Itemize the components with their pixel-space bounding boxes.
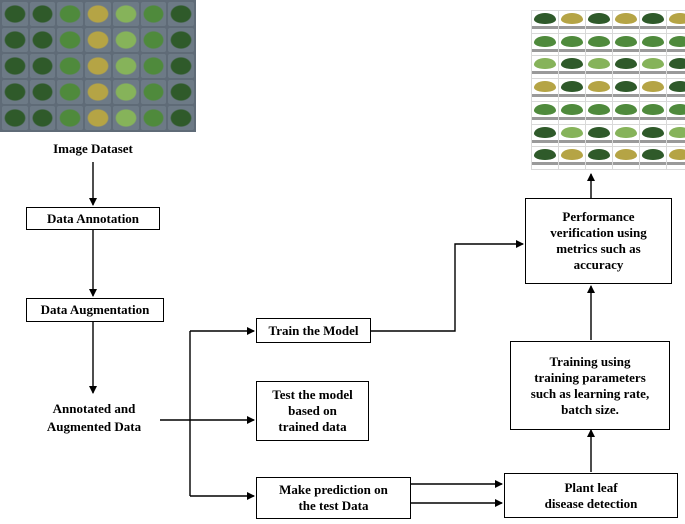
performance-verification-box: Performance verification using metrics s… bbox=[525, 198, 672, 284]
result-tile bbox=[640, 79, 666, 101]
result-tile bbox=[532, 101, 558, 124]
test-model-box: Test the model based on trained data bbox=[256, 381, 369, 441]
leaf-photo-tile bbox=[85, 54, 111, 78]
result-tile bbox=[532, 147, 558, 169]
leaf-photo-tile bbox=[57, 28, 84, 52]
leaf-photo-tile bbox=[140, 80, 167, 104]
result-tile bbox=[613, 147, 639, 169]
result-tile bbox=[586, 33, 612, 56]
result-tile bbox=[586, 147, 612, 169]
result-tile bbox=[586, 124, 612, 147]
result-tile bbox=[640, 147, 666, 169]
result-tile bbox=[532, 56, 558, 79]
result-tile bbox=[559, 33, 585, 56]
result-tile bbox=[532, 124, 558, 147]
leaf-photo-tile bbox=[2, 2, 28, 26]
result-tile bbox=[640, 101, 666, 124]
classified-leaf-results-image bbox=[531, 10, 685, 170]
result-tile bbox=[613, 11, 639, 33]
result-tile bbox=[586, 56, 612, 79]
leaf-photo-tile bbox=[168, 80, 194, 104]
result-tile bbox=[667, 56, 685, 79]
result-tile bbox=[667, 79, 685, 101]
result-tile bbox=[667, 101, 685, 124]
result-tile bbox=[532, 33, 558, 56]
leaf-photo-tile bbox=[85, 80, 111, 104]
leaf-photo-tile bbox=[57, 80, 84, 104]
result-tile bbox=[586, 79, 612, 101]
data-augmentation-box: Data Augmentation bbox=[26, 298, 164, 322]
result-tile bbox=[532, 11, 558, 33]
leaf-photo-tile bbox=[140, 106, 167, 130]
result-tile bbox=[640, 56, 666, 79]
result-tile bbox=[559, 101, 585, 124]
leaf-photo-tile bbox=[29, 28, 56, 52]
result-tile bbox=[667, 33, 685, 56]
train-model-box: Train the Model bbox=[256, 318, 371, 343]
leaf-photo-tile bbox=[112, 106, 139, 130]
leaf-photo-tile bbox=[85, 106, 111, 130]
leaf-photo-tile bbox=[140, 54, 167, 78]
result-tile bbox=[613, 56, 639, 79]
result-tile bbox=[613, 33, 639, 56]
result-tile bbox=[640, 124, 666, 147]
result-tile bbox=[586, 11, 612, 33]
arrow-train-to-performance bbox=[371, 240, 524, 332]
leaf-photo-tile bbox=[2, 54, 28, 78]
leaf-photo-tile bbox=[168, 2, 194, 26]
make-prediction-box: Make prediction on the test Data bbox=[256, 477, 411, 519]
leaf-photo-tile bbox=[29, 80, 56, 104]
result-tile bbox=[586, 101, 612, 124]
leaf-photo-tile bbox=[29, 2, 56, 26]
leaf-photo-tile bbox=[2, 28, 28, 52]
leaf-photo-tile bbox=[2, 80, 28, 104]
data-annotation-box: Data Annotation bbox=[26, 207, 160, 230]
leaf-dataset-image bbox=[0, 0, 196, 132]
result-tile bbox=[613, 124, 639, 147]
leaf-photo-tile bbox=[140, 2, 167, 26]
result-tile bbox=[559, 79, 585, 101]
plant-leaf-detection-box: Plant leaf disease detection bbox=[504, 473, 678, 518]
result-tile bbox=[559, 147, 585, 169]
leaf-photo-tile bbox=[168, 28, 194, 52]
result-tile bbox=[667, 147, 685, 169]
leaf-photo-tile bbox=[29, 106, 56, 130]
image-dataset-label: Image Dataset bbox=[53, 141, 133, 156]
result-tile bbox=[559, 124, 585, 147]
result-tile bbox=[667, 11, 685, 33]
leaf-photo-tile bbox=[112, 54, 139, 78]
result-tile bbox=[613, 79, 639, 101]
leaf-photo-tile bbox=[57, 2, 84, 26]
leaf-photo-tile bbox=[168, 54, 194, 78]
result-tile bbox=[640, 11, 666, 33]
leaf-photo-tile bbox=[57, 106, 84, 130]
leaf-photo-tile bbox=[112, 80, 139, 104]
leaf-photo-tile bbox=[112, 2, 139, 26]
leaf-photo-tile bbox=[112, 28, 139, 52]
leaf-photo-tile bbox=[29, 54, 56, 78]
result-tile bbox=[640, 33, 666, 56]
result-tile bbox=[532, 79, 558, 101]
training-parameters-box: Training using training parameters such … bbox=[510, 341, 670, 430]
result-tile bbox=[667, 124, 685, 147]
leaf-photo-tile bbox=[57, 54, 84, 78]
result-tile bbox=[559, 11, 585, 33]
result-tile bbox=[559, 56, 585, 79]
leaf-photo-tile bbox=[140, 28, 167, 52]
result-tile bbox=[613, 101, 639, 124]
annotated-augmented-label: Annotated and Augmented Data bbox=[46, 401, 142, 434]
leaf-photo-tile bbox=[85, 28, 111, 52]
leaf-photo-tile bbox=[2, 106, 28, 130]
leaf-photo-tile bbox=[168, 106, 194, 130]
leaf-photo-tile bbox=[85, 2, 111, 26]
